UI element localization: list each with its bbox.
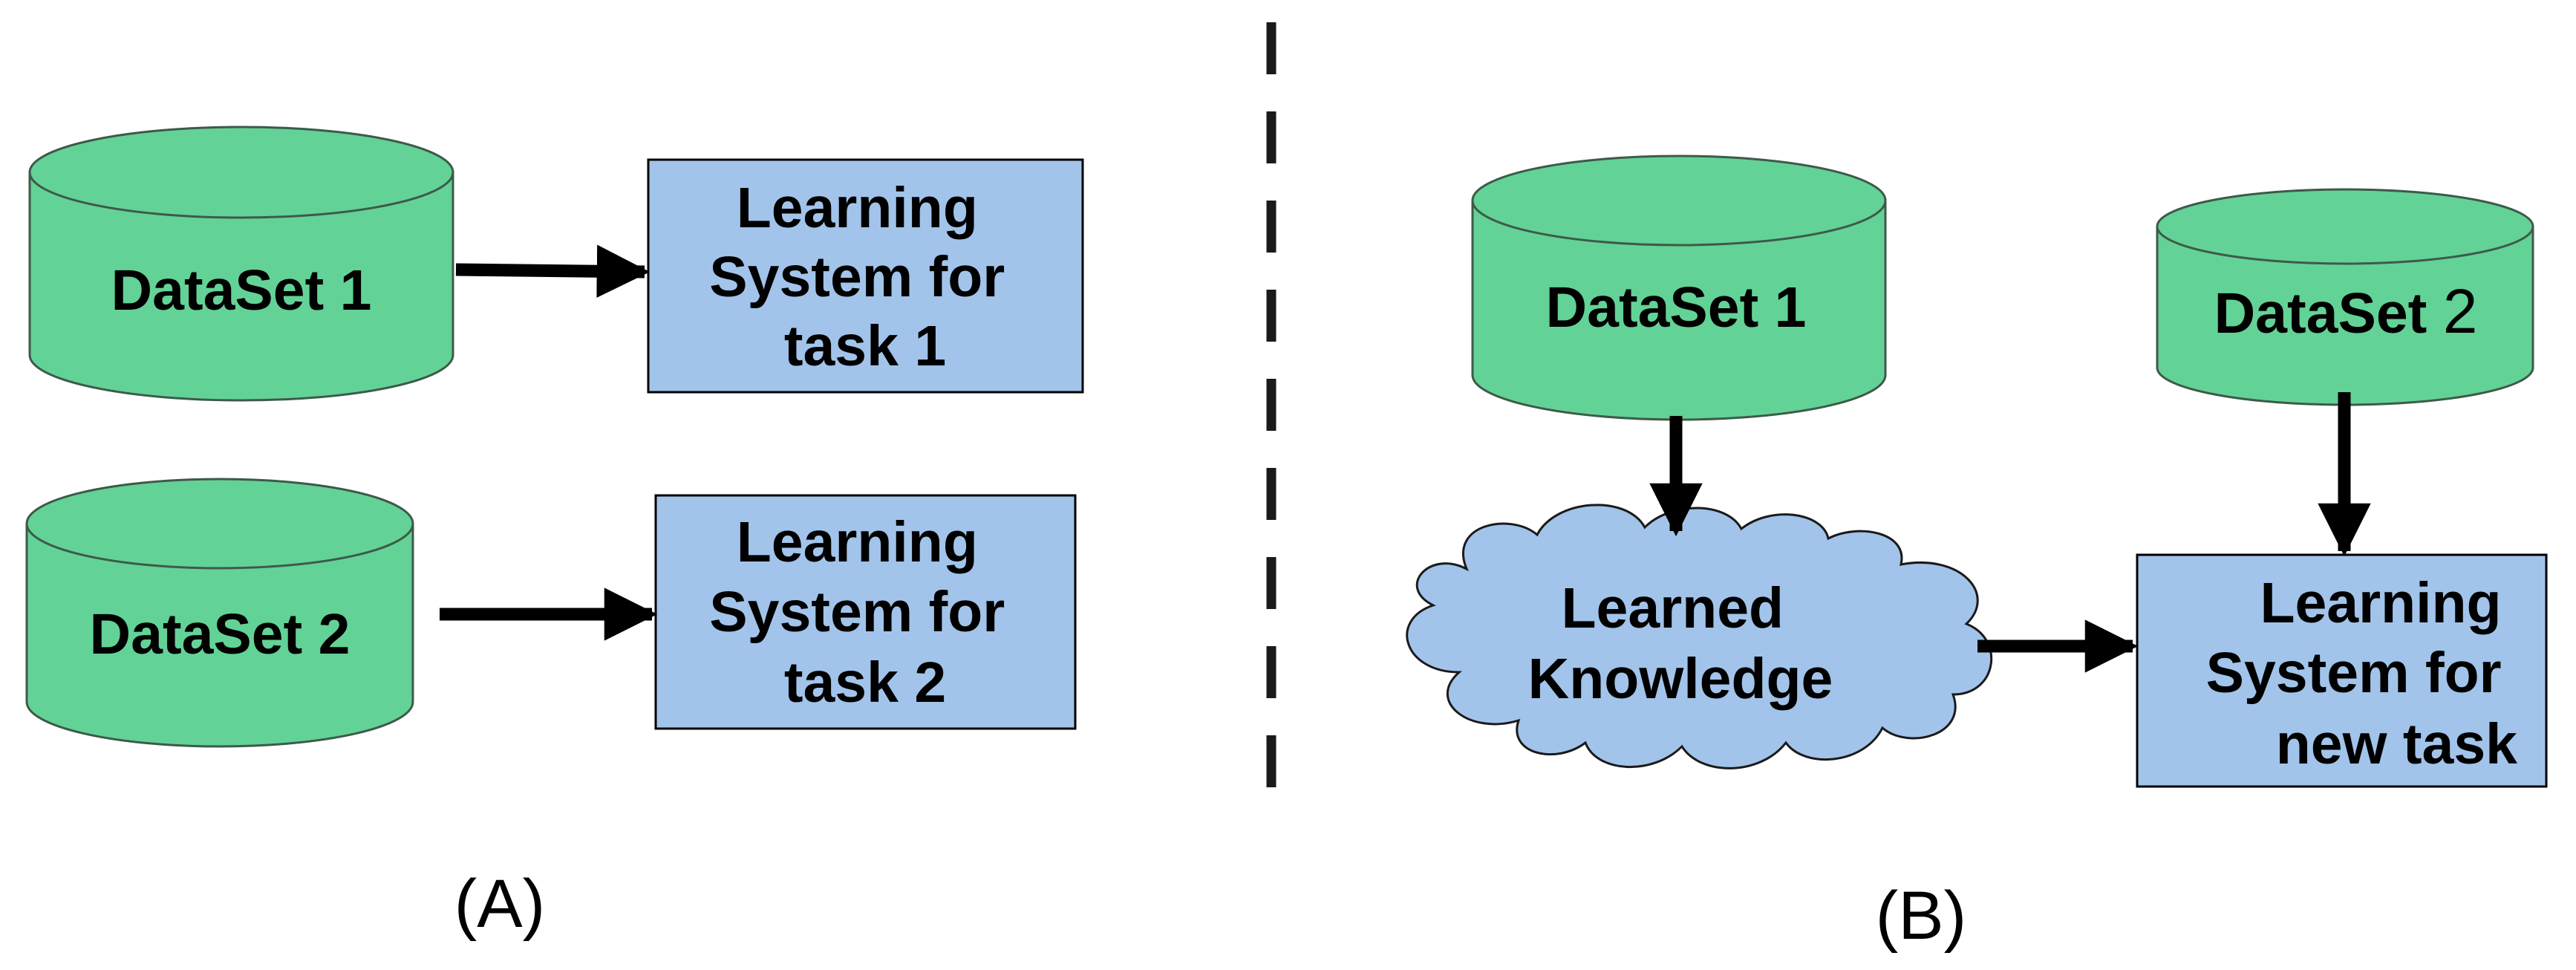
- arrow-dataset-1-to-system-1: [455, 244, 650, 298]
- panel-b: DataSet 1 DataSet 2 Learned Knowledge Le…: [1406, 154, 2548, 954]
- dataset-2-label-b: DataSet 2: [2214, 276, 2478, 346]
- learned-knowledge-label: Learned Knowledge: [1528, 576, 1833, 711]
- learning-system-task-1-label: Learning System for task 1: [709, 176, 1020, 378]
- dataset-1-label: DataSet 1: [111, 258, 372, 322]
- panel-a-label: (A): [454, 866, 546, 942]
- learning-system-task-1-box: Learning System for task 1: [647, 158, 1084, 394]
- panel-b-label: (B): [1876, 878, 1967, 954]
- learning-system-new-task-label: Learning System for new task: [2206, 571, 2518, 776]
- learning-system-task-2-box: Learning System for task 2: [654, 494, 1077, 730]
- learning-system-new-task-box: Learning System for new task: [2136, 553, 2548, 788]
- learned-knowledge-cloud: Learned Knowledge: [1406, 504, 1993, 769]
- dataset-1-cylinder-b: DataSet 1: [1471, 154, 1887, 421]
- learning-system-task-2-label: Learning System for task 2: [709, 510, 1020, 715]
- dataset-2-prefix: DataSet: [2214, 281, 2443, 345]
- dataset-2-number: 2: [2443, 276, 2478, 346]
- dataset-2-cylinder-b: DataSet 2: [2156, 188, 2534, 406]
- dataset-2-label: DataSet 2: [90, 602, 350, 666]
- panel-a: DataSet 1 Learning System for task 1 Dat…: [25, 126, 1084, 942]
- dataset-1-cylinder: DataSet 1: [28, 126, 454, 402]
- dataset-2-cylinder: DataSet 2: [25, 478, 414, 748]
- dataset-1-label-b: DataSet 1: [1546, 276, 1807, 339]
